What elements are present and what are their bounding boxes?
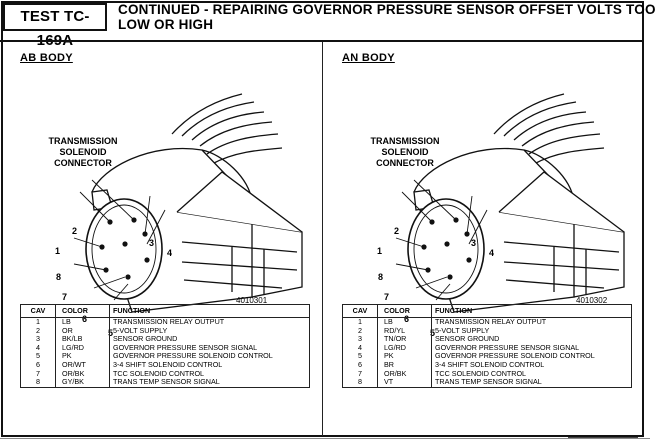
panel-an-body: AN BODY <box>324 42 644 434</box>
connector-label: TRANSMISSION SOLENOID CONNECTOR <box>370 136 440 168</box>
pin-label-8: 8 <box>378 272 384 282</box>
body-label: AN BODY <box>342 52 395 64</box>
pin-label-8: 8 <box>56 272 62 282</box>
test-id-box: TEST TC-169A <box>3 3 107 49</box>
title-line-1: CONTINUED - REPAIRING GOVERNOR PRESSURE … <box>118 2 656 17</box>
col-header-cav: CAV <box>20 304 56 318</box>
pin-label-2: 2 <box>72 226 78 236</box>
page-title: CONTINUED - REPAIRING GOVERNOR PRESSURE … <box>118 2 656 32</box>
page-frame <box>1 1 644 437</box>
connector-diagram: 2 3 1 4 8 7 6 5 <box>324 72 644 338</box>
connector-diagram: 2 3 1 4 8 7 6 5 <box>2 72 322 338</box>
col-header-cav: CAV <box>342 304 378 318</box>
title-line-2: LOW OR HIGH <box>118 17 214 32</box>
pin-label-1: 1 <box>377 246 383 256</box>
figure-number: 4010302 <box>576 296 608 305</box>
connector-label: TRANSMISSION SOLENOID CONNECTOR <box>48 136 118 168</box>
connector-illustration <box>73 93 303 313</box>
bottom-rule <box>0 438 650 439</box>
figure-number: 4010301 <box>236 296 268 305</box>
pin-label-3: 3 <box>149 238 155 248</box>
pin-label-7: 7 <box>384 292 390 302</box>
pin-label-4: 4 <box>489 248 495 258</box>
pin-label-2: 2 <box>394 226 400 236</box>
body-label: AB BODY <box>20 52 73 64</box>
header-rule <box>0 40 643 42</box>
col-header-function: FUNCTION <box>431 304 632 318</box>
header: TEST TC-169A CONTINUED - REPAIRING GOVER… <box>0 0 656 49</box>
pin-label-7: 7 <box>62 292 68 302</box>
pin-label-4: 4 <box>167 248 173 258</box>
col-header-color: COLOR <box>55 304 110 318</box>
col-header-color: COLOR <box>377 304 432 318</box>
bottom-mark <box>568 437 638 442</box>
pin-label-1: 1 <box>55 246 61 256</box>
column-divider <box>322 42 323 436</box>
col-header-function: FUNCTION <box>109 304 310 318</box>
connector-illustration <box>395 93 625 313</box>
pin-label-3: 3 <box>471 238 477 248</box>
panel-ab-body: AB BODY <box>2 42 322 434</box>
